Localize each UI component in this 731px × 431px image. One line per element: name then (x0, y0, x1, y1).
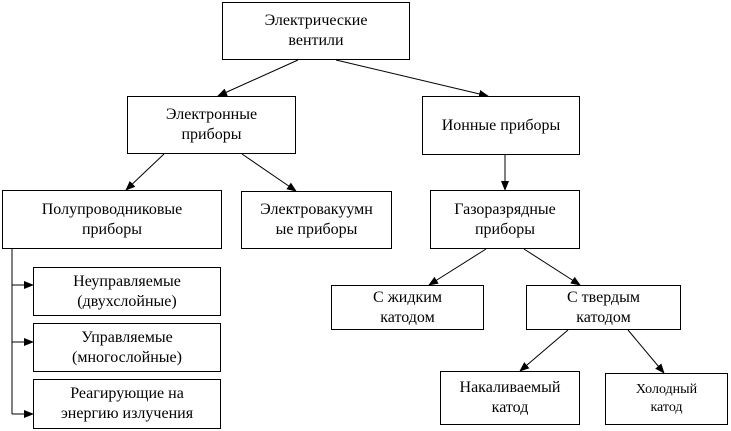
node-radiation-responsive-label: Реагирующие на энергию излучения (60, 385, 194, 422)
node-cold-cathode-label: Холодный катод (635, 382, 698, 415)
node-solid-cathode-label: С твердым катодом (566, 288, 641, 326)
node-liquid-cathode: С жидким катодом (331, 285, 484, 330)
node-electronic-devices-label: Электронные приборы (165, 106, 258, 143)
edge-electronic-semiconductor (125, 153, 165, 191)
node-uncontrolled-label: Неуправляемые (двухслойные) (73, 272, 181, 310)
edge-root-electronic (217, 59, 299, 97)
node-heated-cathode: Накаливаемый катод (440, 371, 580, 425)
node-cold-cathode: Холодный катод (605, 373, 728, 425)
node-semiconductor-devices-label: Полупроводниковые приборы (41, 200, 183, 238)
node-ionic-devices-label: Ионные приборы (441, 116, 561, 134)
node-radiation-responsive: Реагирующие на энергию излучения (33, 379, 221, 429)
node-solid-cathode: С твердым катодом (526, 285, 681, 330)
node-heated-cathode-label: Накаливаемый катод (459, 379, 561, 416)
node-controlled-label: Управляемые (многослойные) (72, 328, 182, 366)
edge-solid-cold-cathode (627, 329, 665, 374)
node-gas-discharge-devices-label: Газоразрядные приборы (454, 200, 556, 238)
edge-root-ionic (335, 59, 489, 98)
node-electric-valves-label: Электрические вентили (264, 12, 368, 49)
edge-solid-heated-cathode (519, 329, 569, 372)
edge-gas-liquid-cathode (428, 248, 487, 286)
node-electronic-devices: Электронные приборы (127, 96, 296, 154)
node-semiconductor-devices: Полупроводниковые приборы (2, 190, 222, 249)
node-ionic-devices: Ионные приборы (422, 96, 580, 155)
edge-gas-solid-cathode (523, 248, 581, 286)
node-uncontrolled: Неуправляемые (двухслойные) (33, 267, 221, 316)
node-liquid-cathode-label: С жидким катодом (373, 288, 442, 326)
node-electrovacuum-devices-label: Электровакуумн ые приборы (260, 201, 373, 238)
node-electric-valves: Электрические вентили (222, 2, 410, 60)
node-electrovacuum-devices: Электровакуумн ые приборы (241, 191, 392, 249)
node-gas-discharge-devices: Газоразрядные приборы (430, 190, 580, 249)
edge-electronic-electrovacuum (241, 153, 297, 192)
node-controlled: Управляемые (многослойные) (33, 323, 221, 372)
